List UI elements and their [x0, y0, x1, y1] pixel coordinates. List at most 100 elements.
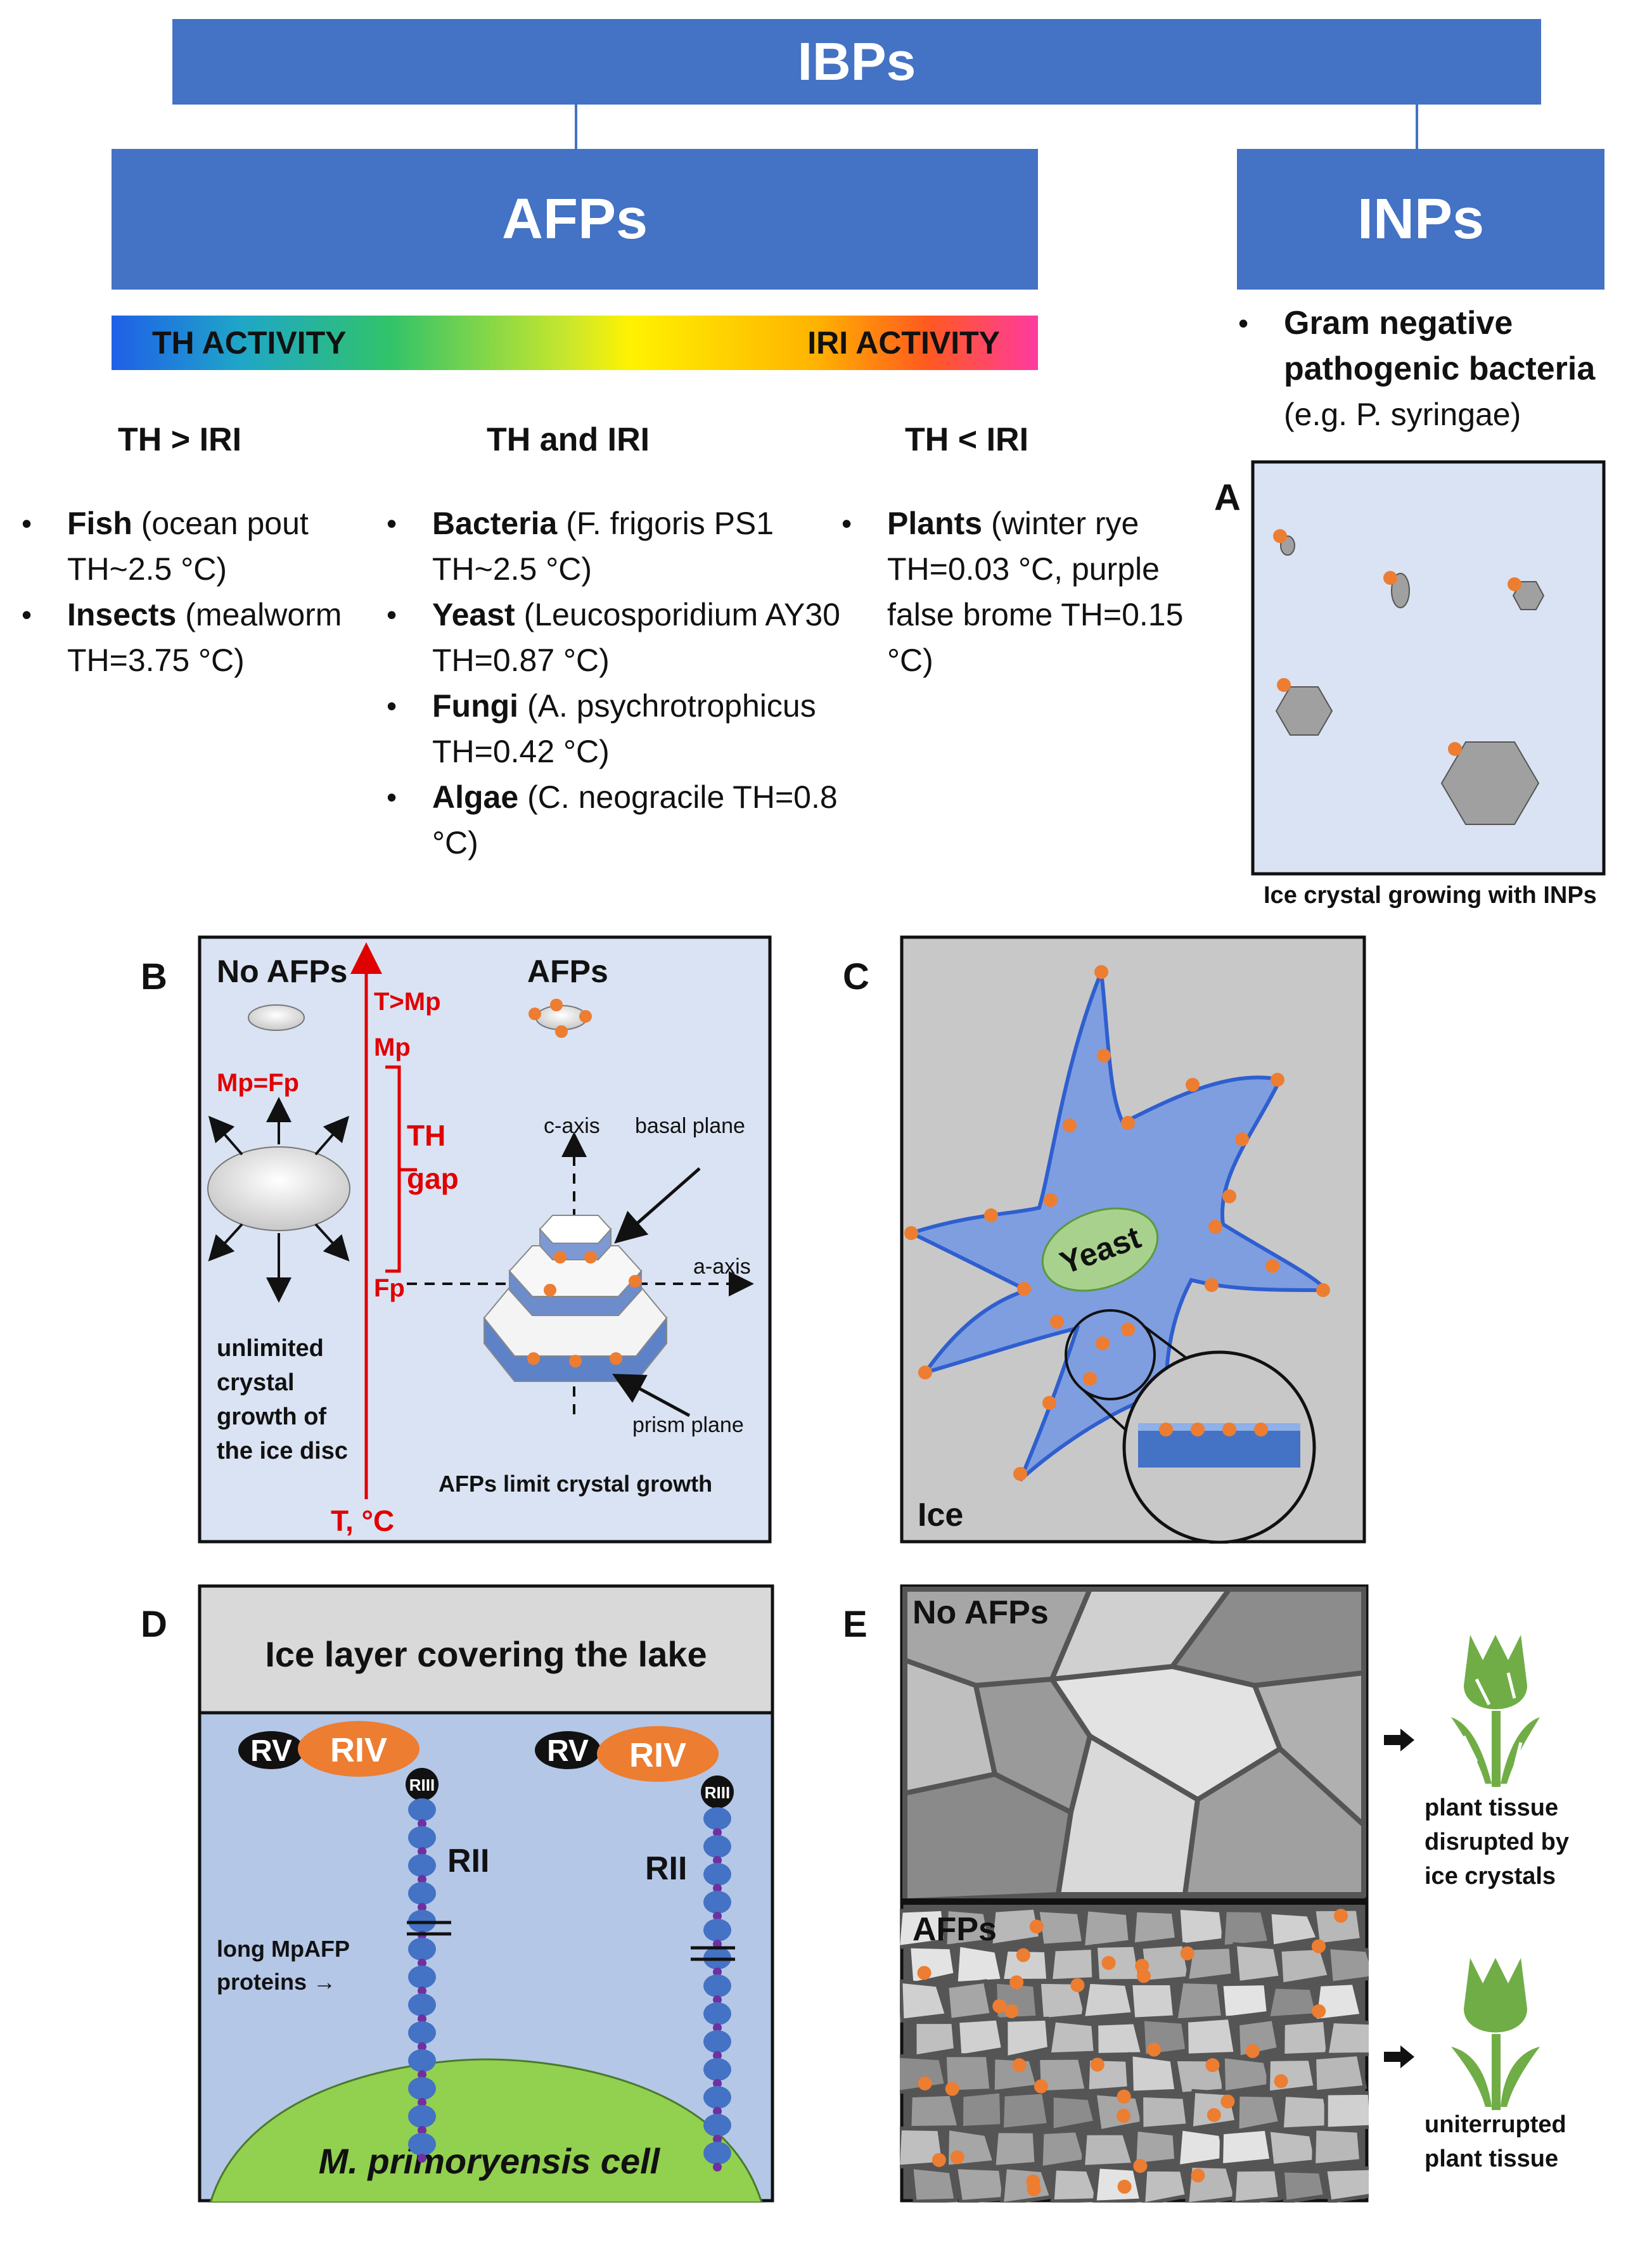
ice-grain: [1080, 2131, 1136, 2169]
rii-bead: [408, 2105, 436, 2128]
afp-dot: [1101, 1955, 1116, 1970]
protein-right: RV RIV RIII: [535, 1726, 734, 1808]
ice-grain: [1080, 1980, 1136, 2021]
afp-dot: [1180, 1946, 1194, 1961]
afp-dot: [1117, 2179, 1132, 2194]
list-inps: Gram negative pathogenic bacteria(e.g. P…: [1238, 300, 1618, 437]
ice-grain: [1233, 1942, 1283, 1985]
healthy-plant-icon: [1451, 1958, 1540, 2110]
list-item: Bacteria (F. frigoris PS1 TH~2.5 °C): [387, 501, 868, 592]
rii-bead: [703, 2030, 731, 2053]
ice-grain: [1279, 2092, 1333, 2132]
linker-dot: [713, 2051, 722, 2060]
afp-dot: [1012, 2058, 1027, 2073]
ice-grain: [1129, 2052, 1179, 2095]
panel-b-thermal-hysteresis: No AFPs AFPs Mp=Fp unlimited crystal gro…: [198, 935, 772, 1544]
afp-dot: [1070, 1978, 1085, 1992]
ice-grain: [1130, 1908, 1179, 1947]
ice-grain: [999, 2090, 1051, 2132]
rii-bead: [703, 2002, 731, 2025]
rii-chain-right: [703, 1807, 731, 2172]
ice-grain: [1324, 2090, 1369, 2131]
no-afps-label: No AFPs: [912, 1594, 1049, 1631]
unlimited-growth-line: the ice disc: [217, 1438, 348, 1464]
linker-dot: [418, 2126, 426, 2135]
ice-grain: [1141, 2167, 1189, 2203]
ice-grain: [959, 2089, 1004, 2130]
rii-bead: [703, 2114, 731, 2137]
protein-left: RV RIV RIII: [238, 1721, 439, 1801]
gap-label: gap: [407, 1162, 459, 1195]
ice-grain: [1322, 2166, 1369, 2203]
t-axis-label: T, °C: [331, 1504, 394, 1537]
fp-label: Fp: [374, 1274, 405, 1302]
afps-label: AFPs: [527, 954, 608, 989]
rii-bead: [408, 2021, 436, 2044]
ice-grain: [1324, 2019, 1369, 2057]
ice-grain: [1039, 2128, 1089, 2170]
ice-grain: [1132, 2127, 1179, 2167]
ice-grain: [1267, 1910, 1321, 1949]
afp-dot: [1004, 2004, 1019, 2019]
rii-bead: [703, 1919, 731, 1942]
afp-dot: [1312, 2004, 1326, 2018]
afp-dot: [950, 2150, 964, 2165]
linker-dot: [418, 2014, 426, 2023]
ice-grain: [1312, 2052, 1367, 2094]
linker-dot: [713, 2135, 722, 2144]
ice-grain: [1281, 2018, 1331, 2058]
rii-bead: [408, 1882, 436, 1905]
large-ice-grains: [902, 1587, 1366, 1904]
linker-dot: [713, 1884, 722, 1893]
rv-label: RV: [547, 1734, 589, 1768]
rii-bead: [703, 2086, 731, 2109]
list-th-lt-iri: Plants (winter rye TH=0.03 °C, purple fa…: [842, 501, 1184, 683]
afp-dot: [1016, 1948, 1030, 1962]
linker-dot: [418, 1875, 426, 1884]
afp-dot: [1135, 1959, 1149, 1973]
afp-dot: [1090, 2057, 1105, 2072]
heading-th-lt-iri: TH < IRI: [905, 421, 1029, 458]
ice-grain: [1220, 2054, 1274, 2095]
panel-a-letter: A: [1214, 477, 1241, 518]
panel-e-letter: E: [843, 1604, 868, 1645]
ice-grain: [1235, 2092, 1283, 2134]
unlimited-growth-line: crystal: [217, 1369, 295, 1396]
ice-grain: [1128, 1981, 1177, 2021]
inp-orange-dots: [1273, 529, 1521, 756]
afps-limit-label: AFPs limit crystal growth: [439, 1471, 712, 1497]
rii-bead: [703, 2142, 731, 2165]
iri-activity-label: IRI ACTIVITY: [807, 325, 1000, 361]
rii-bead: [408, 1993, 436, 2016]
linker-dot: [713, 2163, 722, 2172]
ice-grain: [907, 2092, 962, 2130]
afp-dot: [1311, 1939, 1326, 1954]
ice-grain: [1219, 2127, 1274, 2168]
unlimited-growth-line: unlimited: [217, 1335, 324, 1362]
ice-grain: [1277, 1945, 1333, 1987]
panel-d-mpafp: Ice layer covering the lake M. primoryen…: [198, 1584, 774, 2203]
list-item: Fish (ocean pout TH~2.5 °C): [22, 501, 376, 592]
linker-dot: [713, 2079, 722, 2088]
ice-grain: [1280, 2168, 1328, 2203]
afp-dot: [1274, 2074, 1288, 2089]
linker-dot: [713, 2023, 722, 2032]
heading-th-and-iri: TH and IRI: [487, 421, 650, 458]
ice-grain: [1220, 1908, 1272, 1949]
rii-bead: [408, 1854, 436, 1877]
afp-dot: [917, 1966, 932, 1980]
mp-label: Mp: [374, 1033, 411, 1061]
ibps-box: IBPs: [172, 19, 1541, 105]
linker-dot: [713, 1856, 722, 1865]
ice-grain: [992, 2129, 1039, 2170]
afp-dot: [932, 2153, 946, 2167]
rii-label: RII: [447, 1843, 489, 1879]
panel-c-ice-binding: Yeast Ice: [900, 935, 1366, 1544]
t-gt-mp-label: T>Mp: [374, 988, 441, 1016]
list-item: Yeast (Leucosporidium AY30 TH=0.87 °C): [387, 592, 868, 683]
list-item: Plants (winter rye TH=0.03 °C, purple fa…: [842, 501, 1184, 683]
linker-dot: [418, 1903, 426, 1912]
mp-eq-fp-label: Mp=Fp: [217, 1069, 299, 1097]
activity-gradient-bar: TH ACTIVITY IRI ACTIVITY: [112, 316, 1038, 370]
ice-grain: [1139, 2093, 1191, 2132]
